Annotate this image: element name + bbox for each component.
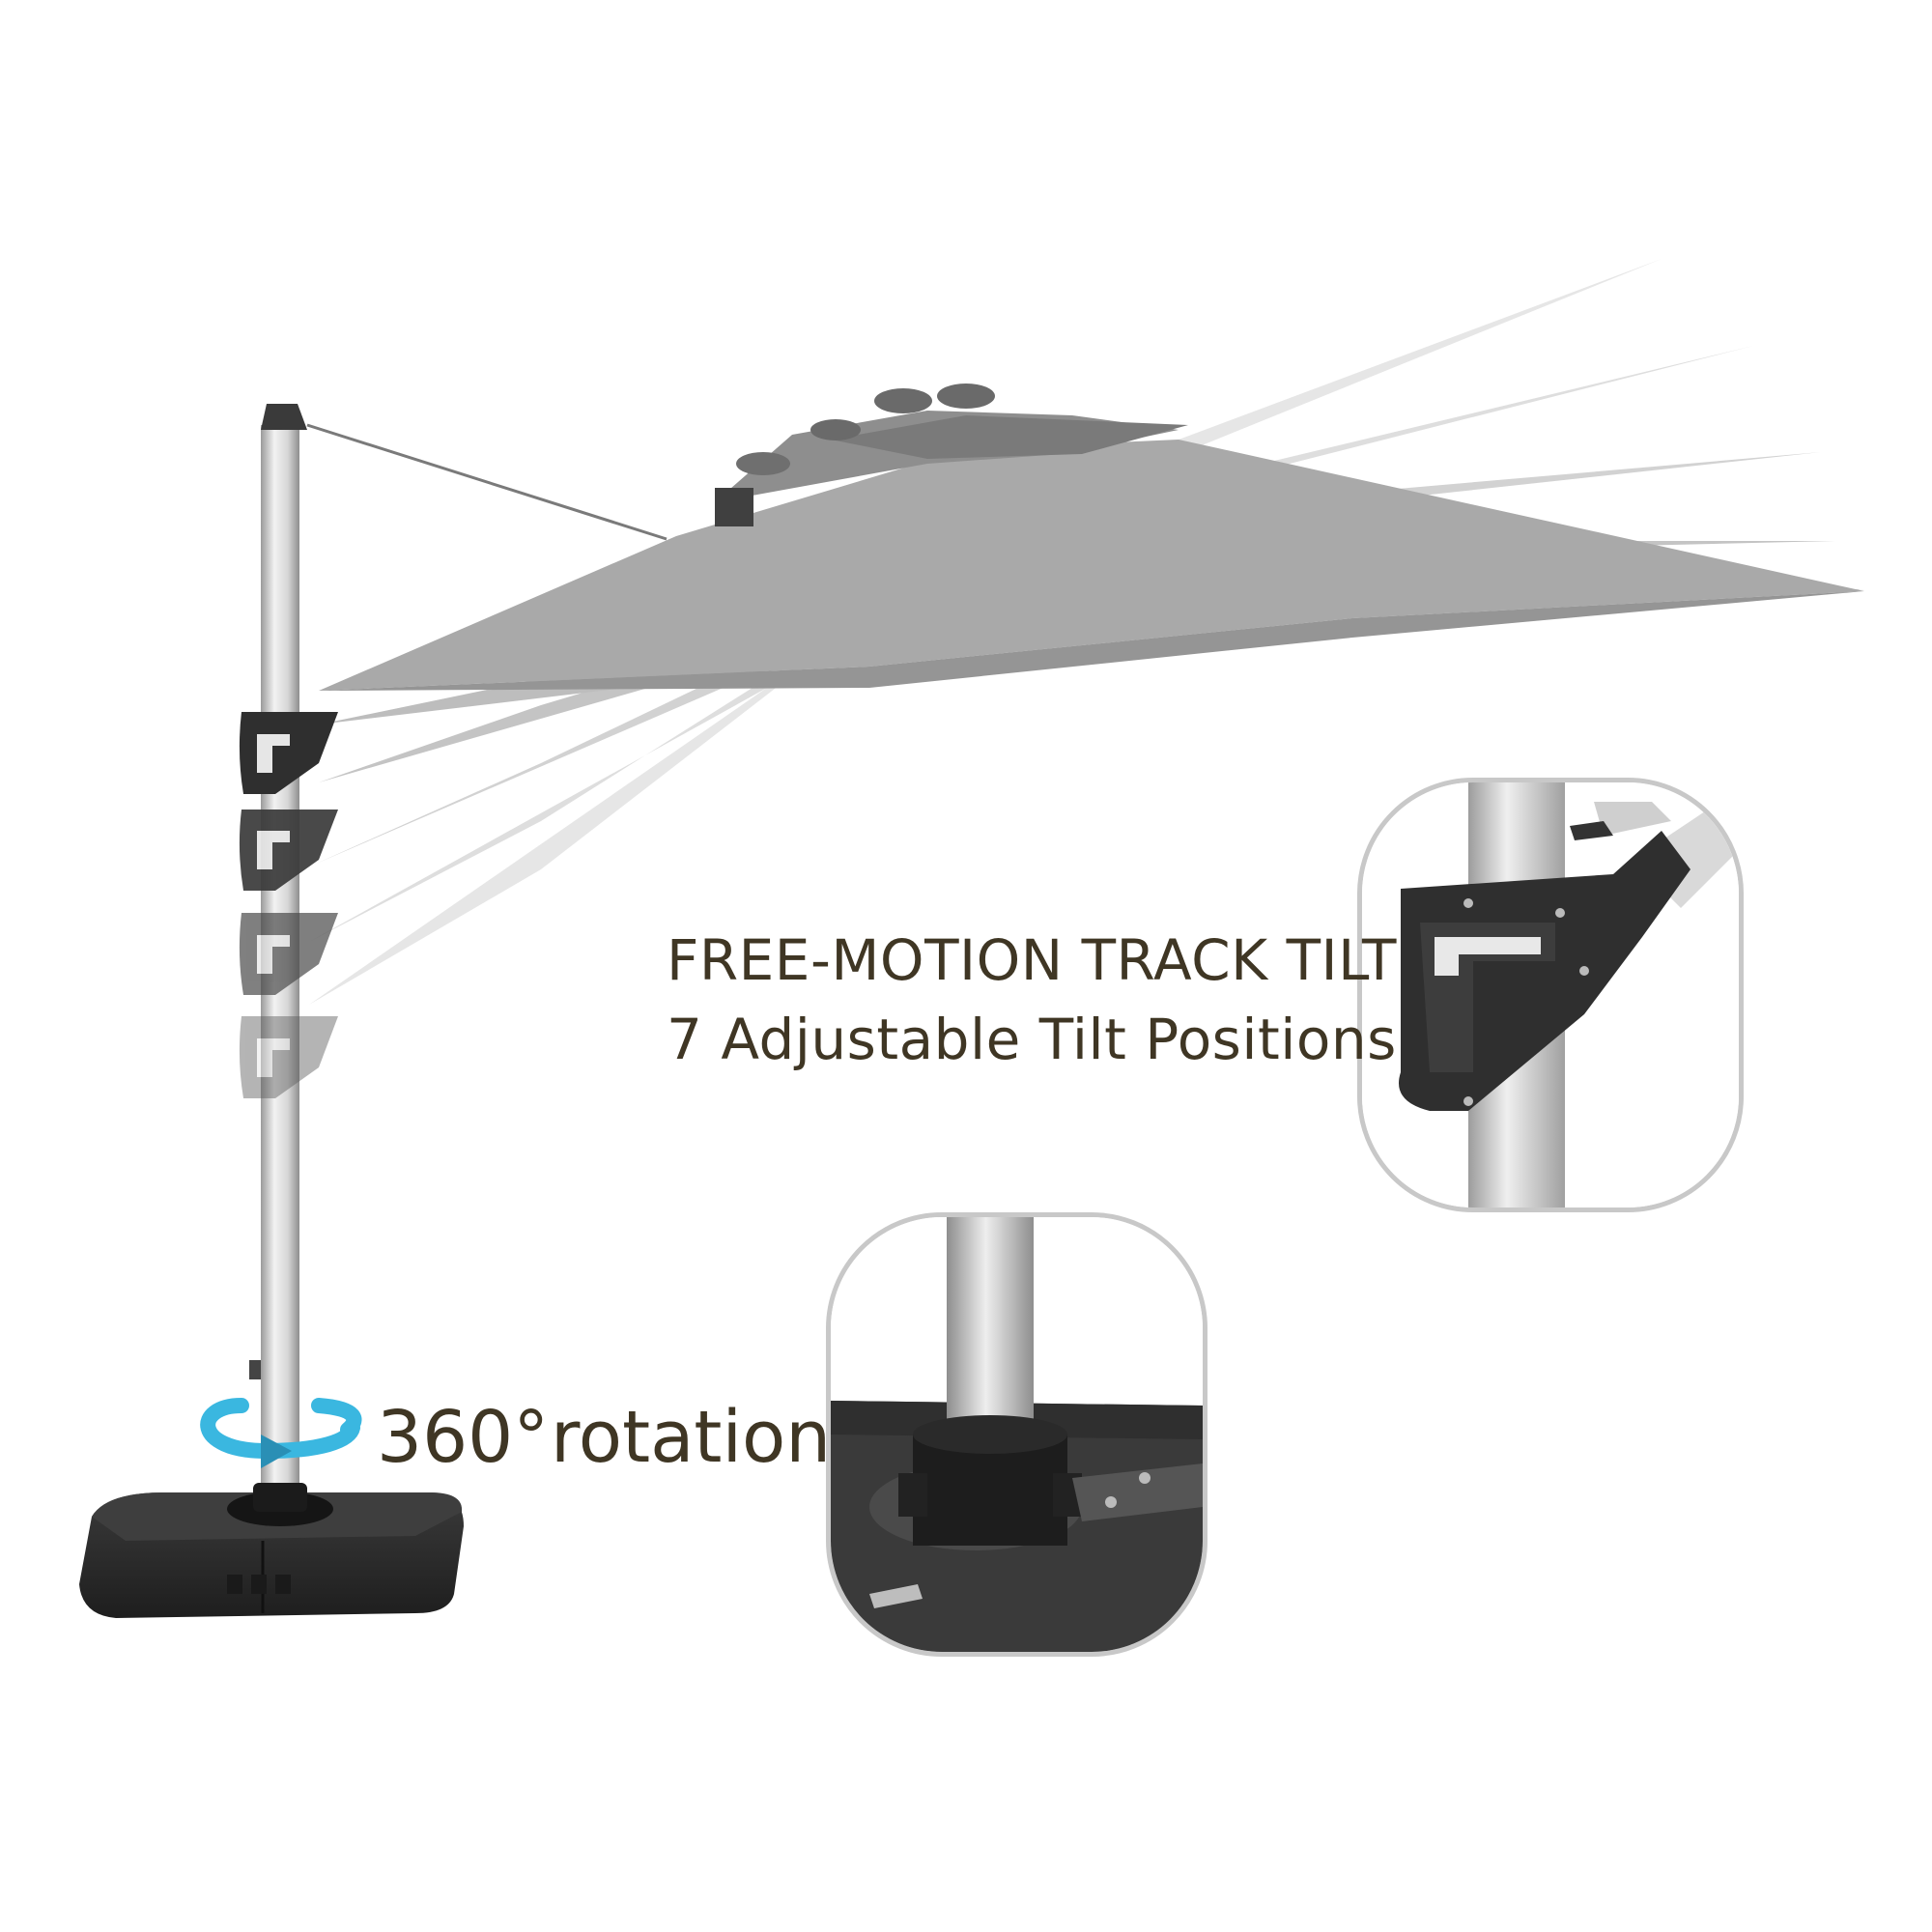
pole-cap — [261, 404, 307, 430]
tilt-bracket-stack — [239, 712, 338, 1098]
canopy-main — [319, 384, 1864, 691]
tilt-feature-subtitle: 7 Adjustable Tilt Positions — [667, 1007, 1397, 1072]
tilt-bracket-closeup-drawing — [1362, 782, 1739, 1208]
tilt-bracket-icon — [239, 810, 338, 891]
support-cable — [306, 423, 668, 541]
tilt-bracket-closeup — [1357, 778, 1744, 1212]
tilt-feature-title: FREE-MOTION TRACK TILT — [667, 927, 1397, 993]
umbrella-base — [79, 1483, 464, 1618]
tilt-bracket-icon — [239, 913, 338, 995]
base-closeup — [826, 1212, 1208, 1657]
tilt-bracket-icon — [239, 1016, 338, 1098]
tilt-bracket-icon — [239, 712, 338, 794]
rotation-arrow-icon — [200, 1398, 362, 1468]
rotation-label: rotation — [551, 1396, 832, 1479]
rotation-degree-label: 360° — [377, 1396, 550, 1479]
base-closeup-drawing — [831, 1217, 1203, 1652]
